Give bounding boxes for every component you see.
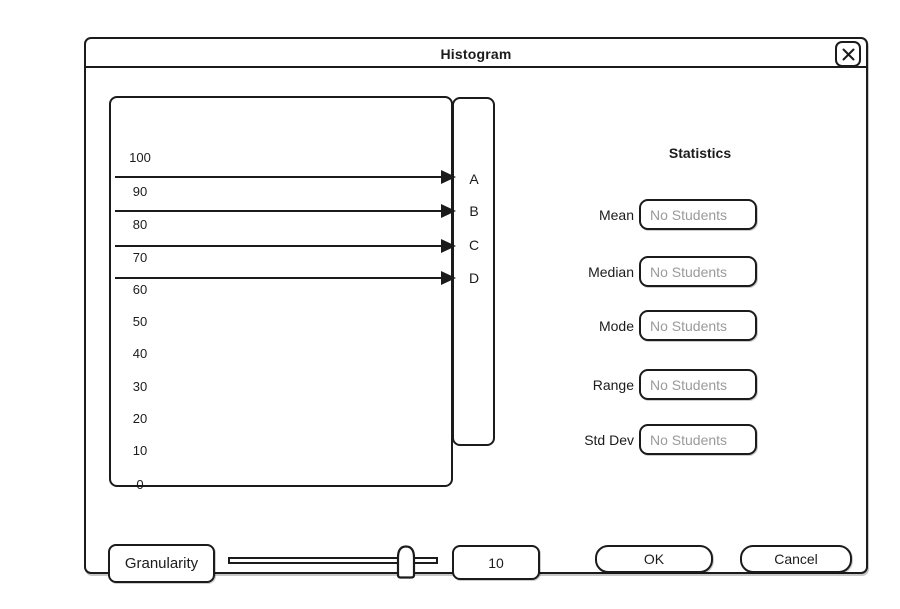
y-axis-label: 80 — [132, 217, 148, 232]
stat-value-mean: No Students — [650, 206, 728, 223]
y-axis-label: 0 — [136, 477, 144, 492]
stat-label-mode: Mode — [598, 317, 634, 334]
arrow-shaft — [115, 210, 443, 212]
arrow-head-icon — [441, 271, 456, 285]
dialog-title: Histogram — [440, 46, 512, 62]
close-button[interactable] — [835, 41, 861, 67]
dialog-titlebar: Histogram — [86, 39, 866, 68]
histogram-canvas[interactable] — [109, 96, 453, 487]
y-axis-label: 50 — [132, 314, 148, 329]
grade-letter-a: A — [469, 171, 479, 187]
arrow-head-icon — [441, 204, 456, 218]
grade-letter-b: B — [469, 203, 479, 219]
granularity-value-field[interactable]: 10 — [452, 545, 540, 580]
stat-row-mean: Mean No Students — [553, 199, 765, 230]
slider-handle-icon — [396, 545, 416, 579]
stat-field-mean[interactable]: No Students — [639, 199, 757, 230]
grade-cutoff-arrow-c — [115, 239, 456, 253]
arrow-head-icon — [441, 170, 456, 184]
arrow-head-icon — [441, 239, 456, 253]
stat-value-mode: No Students — [650, 317, 728, 334]
granularity-slider-track[interactable] — [228, 557, 438, 564]
grade-letter-d: D — [468, 270, 480, 286]
stat-field-median[interactable]: No Students — [639, 256, 757, 287]
granularity-slider-handle[interactable] — [395, 543, 417, 579]
y-axis-label: 40 — [132, 346, 148, 361]
y-axis-label: 70 — [132, 250, 148, 265]
ok-button[interactable]: OK — [595, 545, 713, 573]
stat-row-median: Median No Students — [553, 256, 765, 287]
stat-label-median: Median — [588, 263, 634, 280]
stat-row-stddev: Std Dev No Students — [553, 424, 765, 455]
grade-letter-c: C — [468, 237, 480, 253]
arrow-shaft — [115, 176, 443, 178]
arrow-shaft — [115, 245, 443, 247]
y-axis-label: 90 — [132, 184, 148, 199]
stat-row-range: Range No Students — [553, 369, 765, 400]
grade-cutoff-arrow-b — [115, 204, 456, 218]
stat-label-stddev: Std Dev — [584, 431, 634, 448]
stat-label-range: Range — [592, 376, 634, 393]
stat-label-mean: Mean — [598, 206, 634, 223]
stat-row-mode: Mode No Students — [553, 310, 765, 341]
cancel-button[interactable]: Cancel — [740, 545, 852, 573]
granularity-button[interactable]: Granularity — [108, 544, 215, 583]
stat-field-stddev[interactable]: No Students — [639, 424, 757, 455]
stat-value-median: No Students — [650, 263, 728, 280]
statistics-heading: Statistics — [668, 145, 732, 161]
stat-field-mode[interactable]: No Students — [639, 310, 757, 341]
close-icon — [842, 48, 854, 60]
histogram-dialog: Histogram 100 90 80 70 60 50 40 30 20 10… — [84, 37, 868, 583]
y-axis-label: 10 — [132, 443, 148, 458]
grade-bin-panel — [452, 97, 495, 446]
y-axis-label: 30 — [132, 379, 148, 394]
arrow-shaft — [115, 277, 443, 279]
y-axis-label: 60 — [132, 282, 148, 297]
dialog-body: 100 90 80 70 60 50 40 30 20 10 0 — [86, 70, 866, 583]
grade-cutoff-arrow-d — [115, 271, 456, 285]
stat-value-stddev: No Students — [650, 431, 728, 448]
y-axis-label: 20 — [132, 411, 148, 426]
stat-value-range: No Students — [650, 376, 728, 393]
y-axis-label: 100 — [129, 150, 151, 165]
stat-field-range[interactable]: No Students — [639, 369, 757, 400]
grade-cutoff-arrow-a — [115, 170, 456, 184]
